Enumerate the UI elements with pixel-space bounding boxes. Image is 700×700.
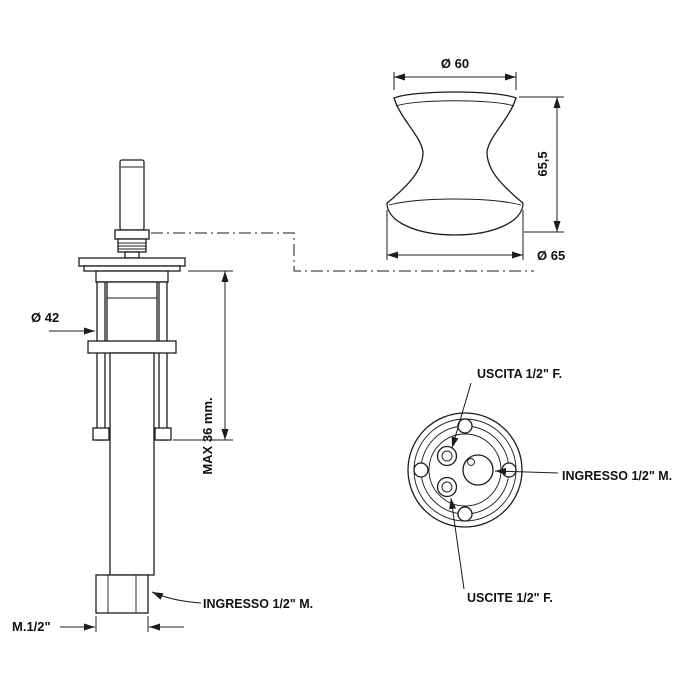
dim-height-label: 65,5 [535, 151, 550, 176]
inlet-port-pin [467, 458, 475, 466]
callout-outlet-top: USCITA 1/2" F. [451, 367, 562, 449]
dim-top-diameter: Ø 60 [393, 56, 517, 90]
valve-flange-step [83, 265, 181, 272]
outlet-port-lower [436, 476, 458, 498]
valve-upper-band [95, 270, 169, 283]
bolt-hole-left [413, 462, 429, 478]
dim-top-diameter-label: Ø 60 [441, 56, 469, 71]
dim-body-diameter-label: Ø 42 [31, 310, 59, 325]
callout-leader [449, 497, 465, 590]
callout-outlets-bottom-label: USCITE 1/2" F. [467, 591, 553, 605]
bolt-hole-bottom [457, 506, 473, 522]
centerline [151, 232, 534, 272]
valve-collar [114, 229, 150, 240]
handle-side-view: Ø 60 65,5 Ø 65 [386, 56, 565, 263]
outlet-port-lower-inner [441, 481, 453, 493]
callout-inlet-bottom-label: INGRESSO 1/2" M. [203, 597, 313, 611]
callout-inlet-right: INGRESSO 1/2" M. [494, 467, 672, 483]
inlet-fitting-block [95, 574, 149, 614]
dim-body-diameter: Ø 42 [31, 310, 95, 335]
handle-outline [386, 91, 524, 236]
mounting-nut-right [154, 427, 172, 441]
mounting-rod-left [96, 281, 106, 441]
mounting-nut-left [92, 427, 110, 441]
callout-outlets-bottom: USCITE 1/2" F. [449, 497, 553, 605]
bolt-hole-right [501, 462, 517, 478]
handle-lip-line [388, 198, 522, 206]
valve-side-view: Ø 42 MAX 36 mm. M.1/2" INGRE [12, 159, 313, 634]
dim-bottom-diameter-label: Ø 65 [537, 248, 565, 263]
valve-tube [109, 352, 155, 576]
valve-knurl [117, 238, 147, 253]
inlet-port [462, 454, 494, 486]
dim-max-depth: MAX 36 mm. [173, 270, 233, 475]
valve-body [106, 281, 158, 345]
outlet-port-upper [436, 445, 458, 467]
mounting-rod-right [158, 281, 168, 441]
callout-leader [451, 382, 472, 449]
callout-inlet-bottom: INGRESSO 1/2" M. [151, 591, 313, 611]
mounting-bracket [87, 340, 177, 354]
dim-max-depth-label: MAX 36 mm. [200, 397, 215, 474]
callout-inlet-right-label: INGRESSO 1/2" M. [562, 469, 672, 483]
callout-leader [494, 467, 559, 475]
dim-thread-label: M.1/2" [12, 619, 51, 634]
bottom-view: USCITA 1/2" F. INGRESSO 1/2" M. USCITE 1… [407, 367, 672, 605]
bottom-view-outer-ring [407, 412, 523, 528]
dim-thread: M.1/2" [12, 616, 184, 634]
handle-top-cap-line [395, 100, 515, 107]
callout-outlet-top-label: USCITA 1/2" F. [477, 367, 562, 381]
dim-height: 65,5 [519, 96, 564, 233]
centerline-path [151, 232, 534, 272]
valve-stem [119, 159, 145, 231]
callout-leader [151, 591, 202, 604]
valve-neck [124, 251, 140, 259]
outlet-port-upper-inner [441, 450, 453, 462]
dim-bottom-diameter: Ø 65 [386, 210, 565, 263]
valve-flange [78, 257, 186, 267]
